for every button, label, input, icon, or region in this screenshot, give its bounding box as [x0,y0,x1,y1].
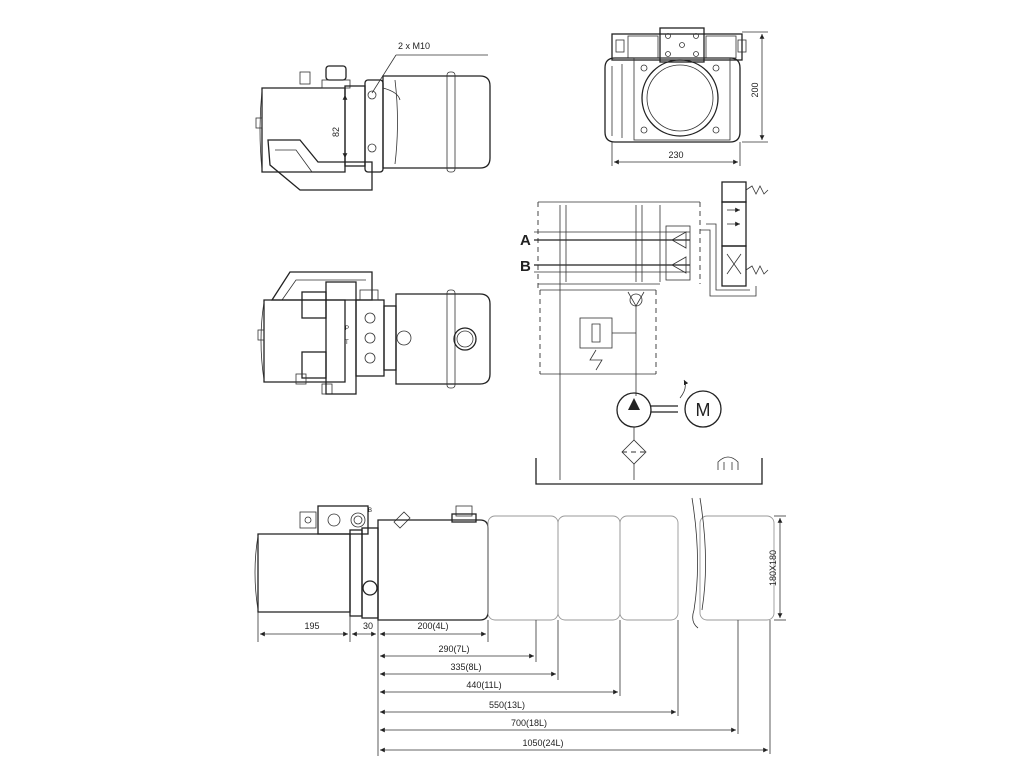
dim-1050-24l-label: 1050(24L) [522,738,563,748]
dim-700-18l-label: 700(18L) [511,718,547,728]
bolt-callout-label: 2 x M10 [398,41,430,51]
port-a-label: A [520,232,531,249]
dim-200-4l-label: 200(4L) [417,621,448,631]
motor-label: M [696,400,711,420]
port-b-label: B [520,258,531,275]
front-view: P T [257,271,491,395]
end-view: 200 230 [604,27,768,166]
dim-230-label: 230 [668,150,683,160]
port-b-mark: B [368,508,372,514]
side-view: B 180X180 19 [254,497,786,756]
port-p-mark: P [345,326,349,332]
dim-290-7l-label: 290(7L) [438,644,469,654]
hydraulic-schematic: A B [520,181,769,485]
dim-200-label: 200 [750,82,760,97]
dim-335-8l-label: 335(8L) [450,662,481,672]
dim-550-13l-label: 550(13L) [489,700,525,710]
dim-82-label: 82 [331,127,341,137]
dim-440-11l-label: 440(11L) [466,680,501,690]
dim-30-label: 30 [363,621,373,631]
dim-195-label: 195 [304,621,319,631]
top-view: 82 2 x M10 [255,41,491,191]
port-t-mark: T [345,340,349,346]
dim-180x180-label: 180X180 [768,550,778,586]
